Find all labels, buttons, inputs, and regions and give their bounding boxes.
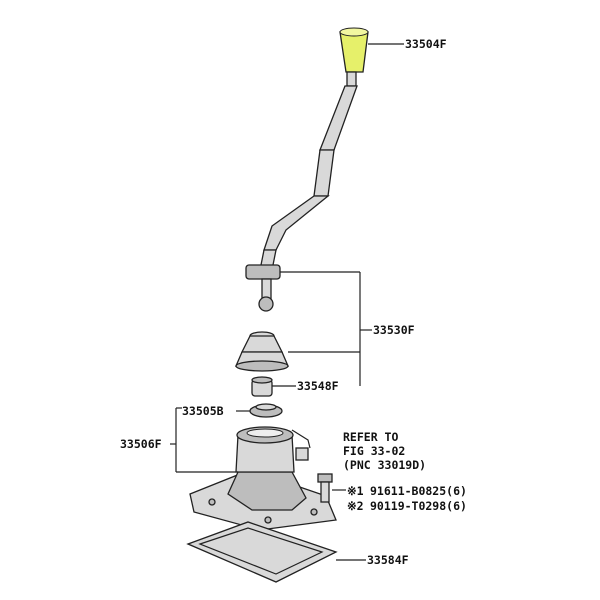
label-bolt2-part: 90119-T0298(6) — [370, 499, 467, 513]
leader-lines — [170, 43, 404, 561]
label-retainer: 33506F — [120, 437, 162, 451]
label-bushing: 33548F — [297, 379, 339, 393]
shift-knob[interactable] — [339, 27, 369, 73]
label-refer-3: (PNC 33019D) — [343, 458, 426, 472]
bushing-part[interactable] — [251, 376, 273, 397]
retainer-housing[interactable] — [189, 426, 337, 531]
seat-part[interactable] — [249, 403, 283, 418]
label-bolt2-mark: ※2 — [347, 499, 364, 513]
label-gasket: 33584F — [367, 553, 409, 567]
label-refer-2: FIG 33-02 — [343, 444, 405, 458]
label-bolt1-part: 91611-B0825(6) — [370, 484, 467, 498]
gasket-part[interactable] — [186, 521, 338, 583]
shift-boot[interactable] — [235, 331, 289, 372]
label-knob: 33504F — [405, 37, 447, 51]
shift-lever[interactable] — [245, 71, 358, 312]
bolt-part[interactable] — [317, 473, 333, 503]
label-bolt1-mark: ※1 — [347, 484, 364, 498]
label-seat: 33505B — [182, 404, 224, 418]
label-lever-assy: 33530F — [373, 323, 415, 337]
label-refer-1: REFER TO — [343, 430, 398, 444]
